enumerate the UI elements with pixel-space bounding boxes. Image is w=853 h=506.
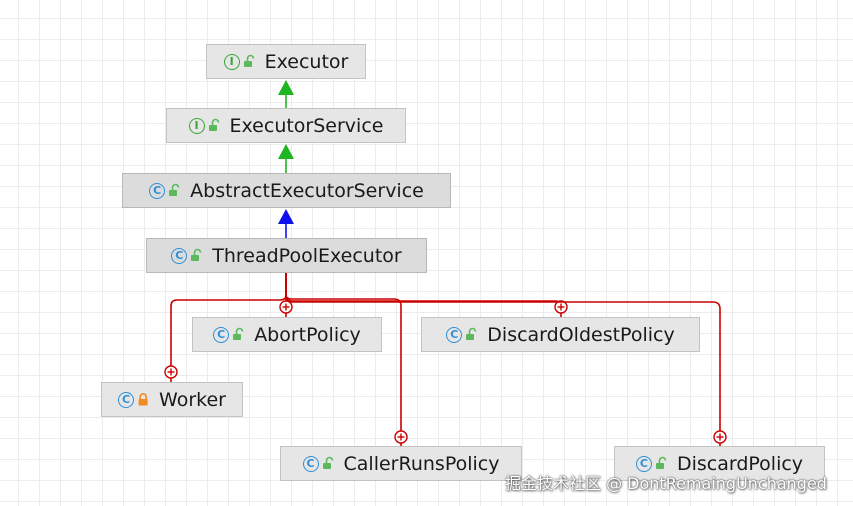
class-node-abstract-executor-service[interactable]: C AbstractExecutorService [122, 173, 451, 208]
interface-kind-icon: I [188, 117, 205, 134]
open-padlock-icon [465, 324, 478, 346]
open-padlock-icon [168, 180, 181, 202]
class-node-abort-policy[interactable]: C AbortPolicy [192, 317, 382, 352]
open-padlock-icon [190, 245, 203, 267]
open-padlock-icon [322, 453, 335, 475]
class-kind-icon: C [635, 455, 652, 472]
inner-class-edge-discard-oldest-policy [285, 273, 562, 317]
interface-kind-icon: I [223, 53, 240, 70]
class-kind-icon: C [118, 391, 135, 408]
class-node-thread-pool-executor[interactable]: C ThreadPoolExecutor [146, 238, 427, 273]
class-name-label: AbortPolicy [254, 323, 361, 346]
class-name-label: Worker [159, 388, 226, 411]
class-name-label: AbstractExecutorService [190, 179, 424, 202]
class-name-label: ExecutorService [229, 114, 384, 137]
class-kind-icon: C [446, 326, 463, 343]
extends-edge-executor-service-executor-arrowhead [278, 80, 294, 95]
watermark: 掘金技术社区 @ DontRemaingUnchanged [505, 474, 827, 493]
inner-class-edge-caller-runs-policy [285, 273, 402, 446]
class-node-worker[interactable]: C Worker [101, 382, 243, 417]
class-node-discard-oldest-policy[interactable]: C DiscardOldestPolicy [421, 317, 700, 352]
class-node-discard-policy[interactable]: C DiscardPolicy [614, 446, 825, 481]
class-kind-icon: C [302, 455, 319, 472]
open-padlock-icon [208, 115, 221, 137]
open-padlock-icon [243, 51, 256, 73]
open-padlock-icon [232, 324, 245, 346]
class-name-label: ThreadPoolExecutor [212, 244, 402, 267]
extends-edge-thread-pool-executor-arrowhead [278, 209, 294, 224]
closed-padlock-icon [137, 389, 150, 411]
inner-class-edge-discard-policy [285, 273, 721, 446]
class-kind-icon: C [149, 182, 166, 199]
class-node-caller-runs-policy[interactable]: C CallerRunsPolicy [280, 446, 522, 481]
class-name-label: DiscardOldestPolicy [487, 323, 675, 346]
class-name-label: Executor [264, 50, 349, 73]
class-kind-icon: C [213, 326, 230, 343]
class-node-executor[interactable]: I Executor [206, 44, 366, 79]
class-kind-icon: C [171, 247, 188, 264]
class-node-executor-service[interactable]: I ExecutorService [166, 108, 406, 143]
open-padlock-icon [655, 453, 668, 475]
class-name-label: DiscardPolicy [676, 452, 804, 475]
class-name-label: CallerRunsPolicy [343, 452, 500, 475]
implements-edge-abstract-executor-service-arrowhead [278, 144, 294, 159]
